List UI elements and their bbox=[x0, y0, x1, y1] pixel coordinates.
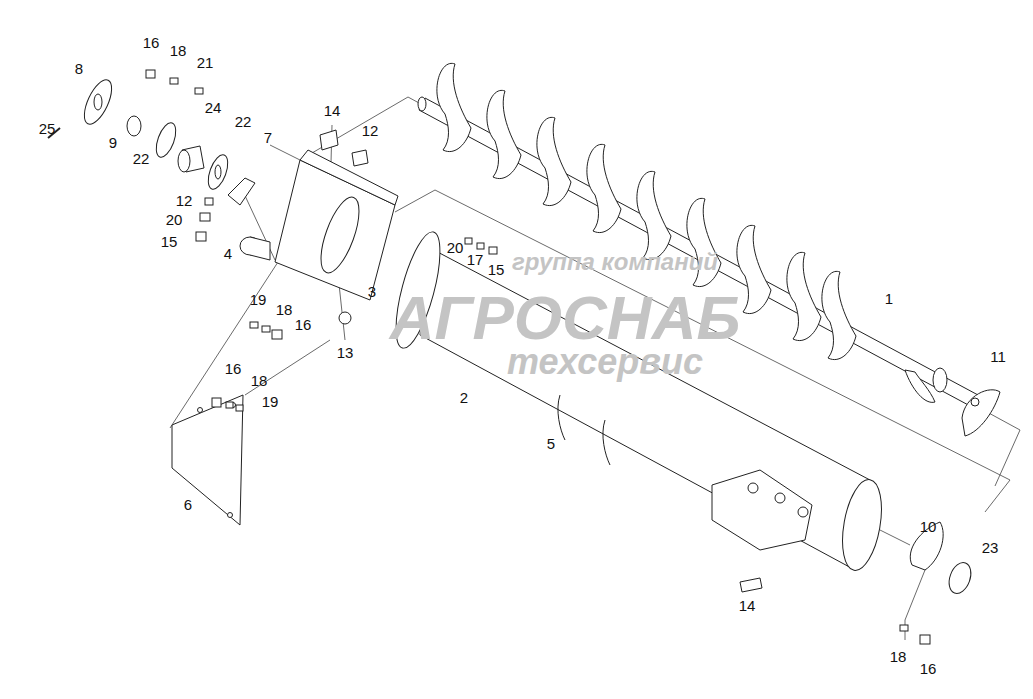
callout-number: 14 bbox=[739, 598, 756, 613]
callout-number: 14 bbox=[324, 103, 341, 118]
callout-number: 20 bbox=[166, 212, 183, 227]
watermark: АГРОСНАБ bbox=[390, 287, 741, 349]
callout-number: 17 bbox=[467, 252, 484, 267]
callout-number: 20 bbox=[447, 240, 464, 255]
callout-number: 16 bbox=[920, 661, 937, 676]
callout-number: 22 bbox=[133, 151, 150, 166]
callout-number: 6 bbox=[184, 497, 192, 512]
callout-number: 4 bbox=[224, 246, 232, 261]
callout-number: 24 bbox=[205, 100, 222, 115]
callout-number: 19 bbox=[250, 292, 267, 307]
callout-number: 16 bbox=[295, 317, 312, 332]
callout-number: 16 bbox=[225, 361, 242, 376]
callout-number: 3 bbox=[368, 284, 376, 299]
callout-number: 22 bbox=[235, 114, 252, 129]
callout-number: 18 bbox=[251, 373, 268, 388]
watermark: техсервис bbox=[507, 344, 703, 380]
callout-number: 15 bbox=[488, 262, 505, 277]
callout-number: 5 bbox=[547, 436, 555, 451]
watermark: группа компаний bbox=[512, 250, 718, 274]
callout-number: 13 bbox=[337, 345, 354, 360]
callout-number: 25 bbox=[39, 121, 56, 136]
callout-number: 10 bbox=[920, 519, 937, 534]
callout-number: 8 bbox=[75, 61, 83, 76]
callout-number: 15 bbox=[161, 234, 178, 249]
callout-number: 18 bbox=[276, 302, 293, 317]
callout-number: 7 bbox=[264, 130, 272, 145]
callout-number: 21 bbox=[197, 55, 214, 70]
callout-number: 19 bbox=[262, 394, 279, 409]
callout-number: 18 bbox=[170, 43, 187, 58]
callout-number: 9 bbox=[109, 135, 117, 150]
callout-number: 11 bbox=[990, 349, 1006, 364]
callout-number: 18 bbox=[890, 649, 907, 664]
callout-number: 12 bbox=[362, 123, 379, 138]
callout-number: 1 bbox=[885, 291, 893, 306]
callout-number: 23 bbox=[982, 540, 999, 555]
callout-number: 16 bbox=[143, 35, 160, 50]
callout-number: 12 bbox=[176, 193, 193, 208]
callout-number: 2 bbox=[460, 390, 468, 405]
